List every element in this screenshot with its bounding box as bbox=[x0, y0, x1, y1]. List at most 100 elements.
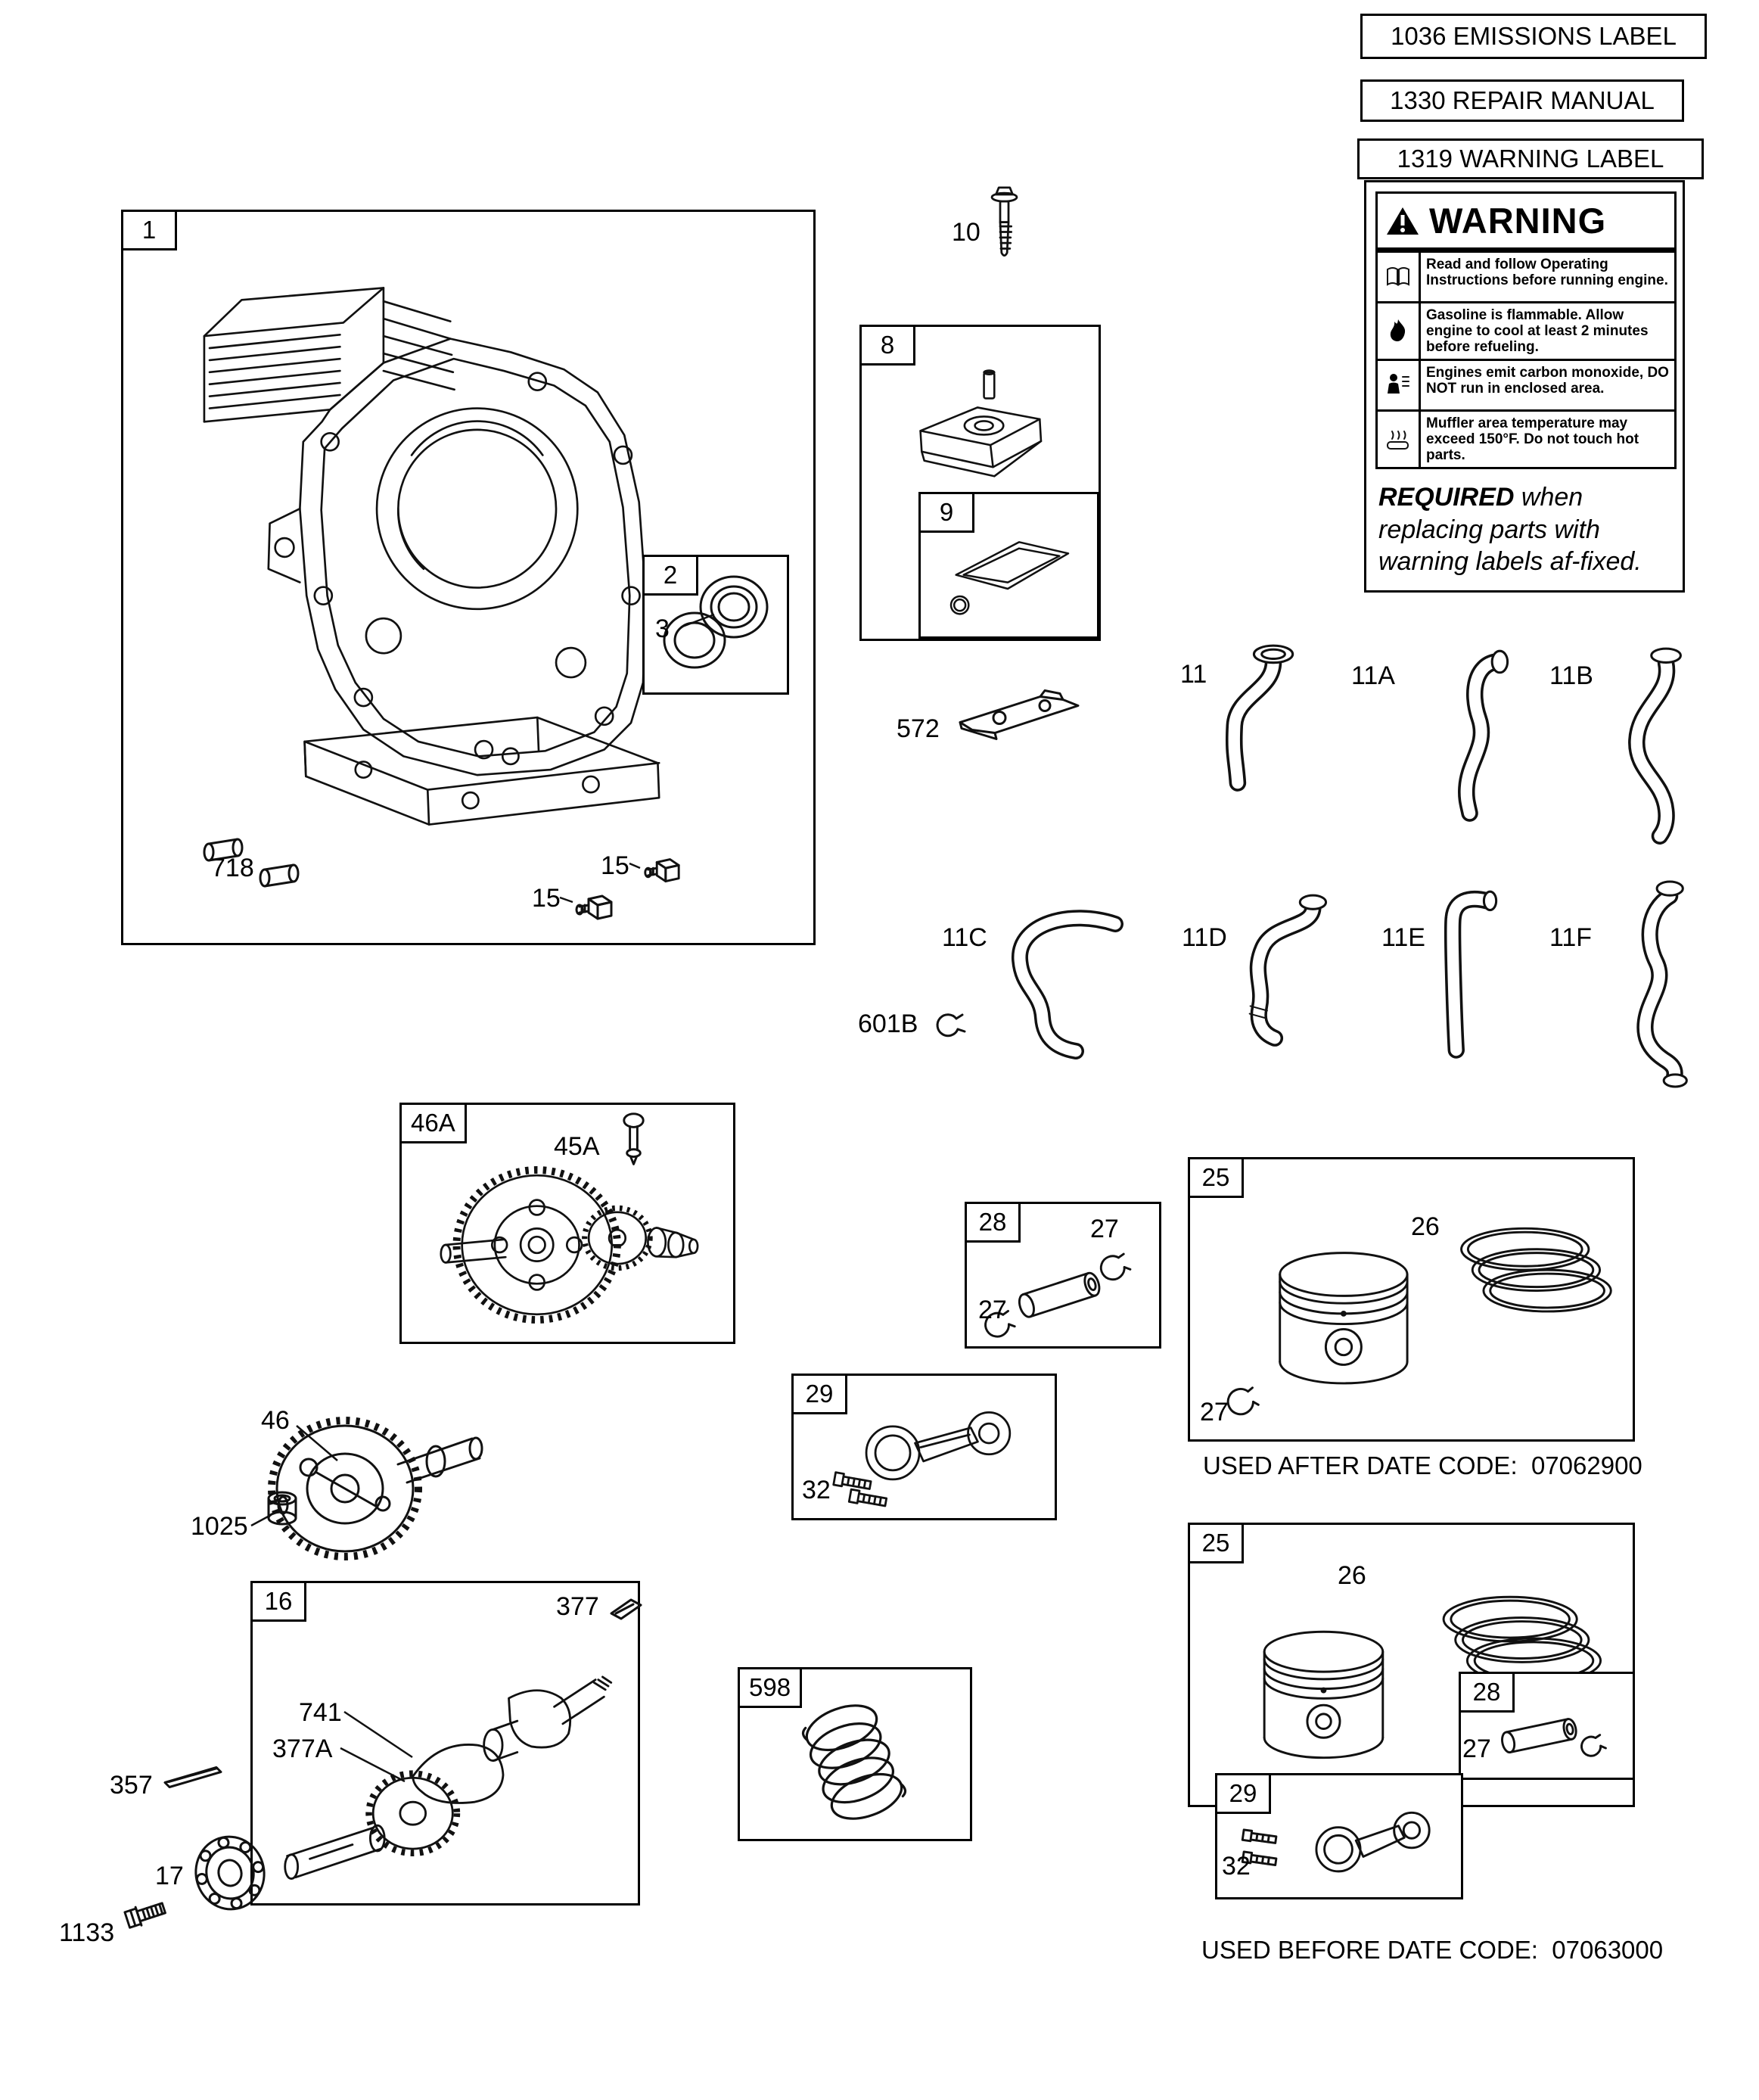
warning-triangle-icon bbox=[1387, 207, 1419, 235]
warning-row: Gasoline is flammable. Allow engine to c… bbox=[1378, 301, 1674, 359]
connecting-rod-drawing-after bbox=[832, 1411, 1012, 1507]
callout-3: 3 bbox=[655, 614, 670, 643]
callout-46a: 46A bbox=[399, 1103, 467, 1143]
warning-row: Read and follow Operating Instructions b… bbox=[1378, 250, 1674, 301]
callout-45a: 45A bbox=[554, 1132, 600, 1161]
part-box-2-seals: 2 bbox=[642, 555, 789, 695]
callout-2: 2 bbox=[642, 555, 698, 596]
warning-text: Read and follow Operating Instructions b… bbox=[1426, 257, 1668, 288]
hose-11d-drawing bbox=[1248, 894, 1328, 1047]
key-377-drawing bbox=[610, 1598, 642, 1620]
warning-label-box: 1319 WARNING LABEL bbox=[1357, 138, 1704, 179]
required-note-rest: when replacing parts with warning labels… bbox=[1378, 483, 1642, 576]
bearing-17-drawing bbox=[194, 1835, 266, 1911]
required-note: REQUIRED when replacing parts with warni… bbox=[1375, 481, 1674, 578]
callout-572: 572 bbox=[897, 714, 940, 743]
part-box-29-before: 29 bbox=[1215, 1773, 1463, 1899]
callout-11d: 11D bbox=[1182, 923, 1227, 952]
plug-15a-drawing bbox=[575, 894, 613, 920]
part-box-28-after: 28 bbox=[965, 1202, 1161, 1349]
callout-32-b: 32 bbox=[1222, 1852, 1251, 1881]
callout-10: 10 bbox=[952, 218, 981, 247]
warning-text: Gasoline is flammable. Allow engine to c… bbox=[1426, 307, 1649, 355]
bracket-572-drawing bbox=[959, 689, 1080, 740]
callout-11c: 11C bbox=[942, 923, 987, 952]
callout-718: 718 bbox=[211, 854, 254, 882]
callout-26-b: 26 bbox=[1338, 1561, 1366, 1590]
callout-29-a: 29 bbox=[791, 1374, 847, 1414]
breather-cover-drawing bbox=[919, 369, 1043, 478]
warning-label-graphic: WARNING Read and follow Operating Instru… bbox=[1375, 191, 1677, 469]
part-box-598-spring: 598 bbox=[738, 1667, 972, 1841]
callout-9: 9 bbox=[918, 492, 974, 533]
bolt-10-drawing bbox=[990, 186, 1018, 257]
callout-357: 357 bbox=[110, 1771, 153, 1800]
callout-16: 16 bbox=[250, 1581, 306, 1622]
carbon-monoxide-icon bbox=[1378, 361, 1421, 409]
warning-panel: WARNING Read and follow Operating Instru… bbox=[1364, 180, 1685, 593]
warning-label-text: 1319 WARNING LABEL bbox=[1397, 145, 1664, 173]
warning-text: Engines emit carbon monoxide, DO NOT run… bbox=[1426, 365, 1669, 397]
callout-741: 741 bbox=[299, 1698, 342, 1727]
callout-1: 1 bbox=[121, 210, 177, 250]
key-357-drawing bbox=[163, 1766, 222, 1788]
repair-manual-box: 1330 REPAIR MANUAL bbox=[1360, 79, 1684, 122]
callout-27-b: 27 bbox=[978, 1296, 1007, 1324]
callout-27-c: 27 bbox=[1200, 1398, 1229, 1426]
repair-manual-text: 1330 REPAIR MANUAL bbox=[1390, 86, 1655, 114]
callout-11: 11 bbox=[1180, 660, 1207, 689]
callout-15-b: 15 bbox=[601, 851, 629, 880]
callout-15-a: 15 bbox=[532, 884, 561, 913]
hose-11b-drawing bbox=[1628, 647, 1682, 845]
callout-601b: 601B bbox=[858, 1010, 918, 1038]
hose-11c-drawing bbox=[1012, 910, 1123, 1059]
crankshaft-drawing bbox=[284, 1675, 613, 1880]
piston-pin-drawing-after bbox=[984, 1252, 1132, 1338]
bushing-1025-drawing bbox=[267, 1491, 297, 1526]
camshaft-46-drawing bbox=[268, 1417, 483, 1560]
callout-11a: 11A bbox=[1351, 661, 1395, 690]
callout-17: 17 bbox=[155, 1862, 184, 1890]
piston-pin-drawing-before bbox=[1501, 1718, 1607, 1757]
callout-11b: 11B bbox=[1549, 661, 1593, 690]
callout-377a: 377A bbox=[272, 1734, 333, 1763]
callout-29-b: 29 bbox=[1215, 1773, 1271, 1814]
part-box-28-before: 28 bbox=[1459, 1672, 1635, 1780]
part-box-16-crankshaft: 16 bbox=[250, 1581, 640, 1906]
camshaft-46a-drawing bbox=[440, 1166, 699, 1324]
callout-25-a: 25 bbox=[1188, 1157, 1244, 1198]
bolt-1133-drawing bbox=[123, 1902, 166, 1929]
connecting-rod-drawing-before bbox=[1241, 1811, 1431, 1873]
used-after-note: USED AFTER DATE CODE: 07062900 bbox=[1203, 1451, 1642, 1479]
tappet-45a-drawing bbox=[623, 1112, 645, 1165]
warning-row: Muffler area temperature may exceed 150°… bbox=[1378, 409, 1674, 467]
warning-text: Muffler area temperature may exceed 150°… bbox=[1426, 415, 1639, 463]
callout-26-a: 26 bbox=[1411, 1212, 1440, 1241]
spring-598-drawing bbox=[801, 1704, 907, 1820]
warning-header: WARNING bbox=[1378, 194, 1674, 250]
callout-32-a: 32 bbox=[802, 1476, 831, 1504]
callout-28-a: 28 bbox=[965, 1202, 1021, 1243]
part-box-29-after: 29 bbox=[791, 1374, 1057, 1520]
piston-rings-drawing-after bbox=[1226, 1227, 1612, 1416]
callout-1025: 1025 bbox=[191, 1512, 248, 1541]
hot-muffler-icon bbox=[1378, 412, 1421, 467]
callout-377: 377 bbox=[556, 1592, 599, 1621]
callout-1133: 1133 bbox=[59, 1918, 115, 1947]
hose-11e-drawing bbox=[1444, 890, 1498, 1059]
hose-11-drawing bbox=[1225, 644, 1294, 792]
callout-46: 46 bbox=[261, 1406, 290, 1435]
callout-11f: 11F bbox=[1549, 923, 1593, 952]
plug-15b-drawing bbox=[644, 858, 680, 882]
breather-gasket-drawing bbox=[949, 541, 1070, 615]
callout-598: 598 bbox=[738, 1667, 803, 1708]
warning-title: WARNING bbox=[1429, 201, 1607, 241]
callout-27-d: 27 bbox=[1462, 1734, 1491, 1763]
flame-icon bbox=[1378, 303, 1421, 359]
callout-8: 8 bbox=[859, 325, 915, 366]
dowel-718-drawing bbox=[203, 838, 300, 888]
emissions-label-text: 1036 EMISSIONS LABEL bbox=[1391, 22, 1677, 50]
book-icon bbox=[1378, 253, 1421, 301]
warning-row: Engines emit carbon monoxide, DO NOT run… bbox=[1378, 359, 1674, 409]
